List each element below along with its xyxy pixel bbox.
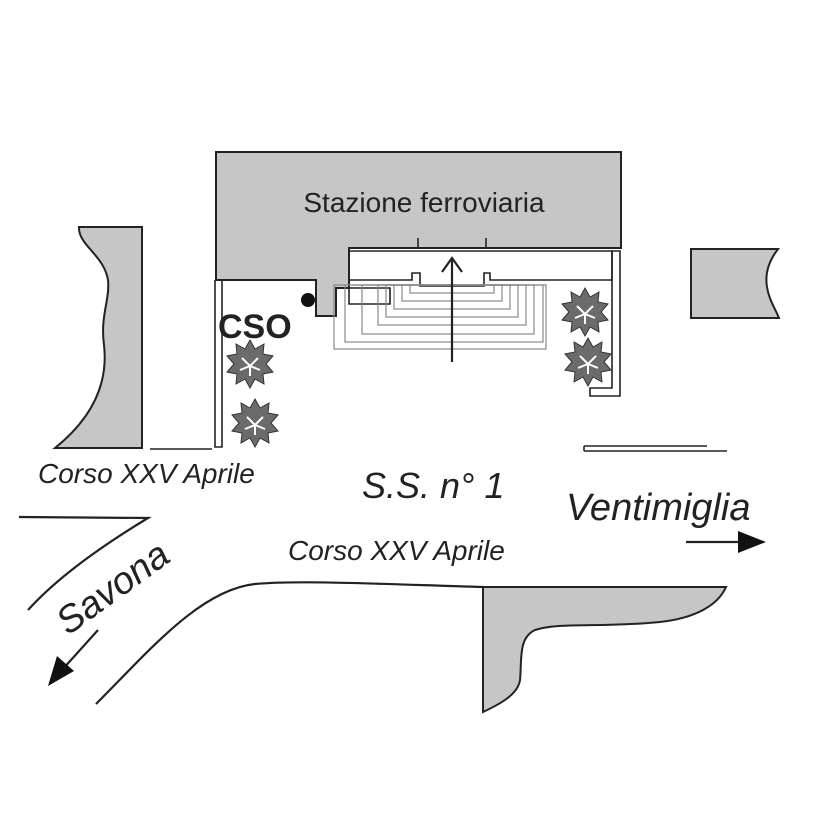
- arrow-right-icon: [686, 531, 766, 553]
- tree-icon: [231, 398, 279, 448]
- tree-icon: [226, 339, 274, 389]
- station-label: Stazione ferroviaria: [303, 187, 545, 218]
- left-sidewalk: [214, 280, 223, 448]
- road-edge-upper: [18, 515, 152, 611]
- street-label-lower: Corso XXV Aprile: [288, 535, 505, 566]
- station-entrance: [348, 238, 621, 397]
- right-sidewalk: [583, 445, 727, 452]
- street-label-upper: Corso XXV Aprile: [38, 458, 255, 489]
- cso-label: CSO: [218, 308, 292, 346]
- tree-icon: [564, 337, 612, 387]
- arrow-down-left-icon: [48, 629, 99, 686]
- station-building: [215, 151, 622, 317]
- tree-icon: [561, 287, 609, 337]
- station-steps: [333, 284, 547, 350]
- road-edge-lower: [95, 581, 484, 705]
- highway-label: S.S. n° 1: [362, 465, 504, 506]
- left-building: [52, 226, 143, 449]
- west-direction-label: Savona: [49, 534, 178, 644]
- arrow-up-icon: [441, 256, 463, 362]
- filled-dot-icon: [301, 293, 315, 307]
- right-building: [690, 248, 781, 319]
- bottom-right-building: [482, 586, 728, 714]
- east-direction-label: Ventimiglia: [566, 487, 750, 529]
